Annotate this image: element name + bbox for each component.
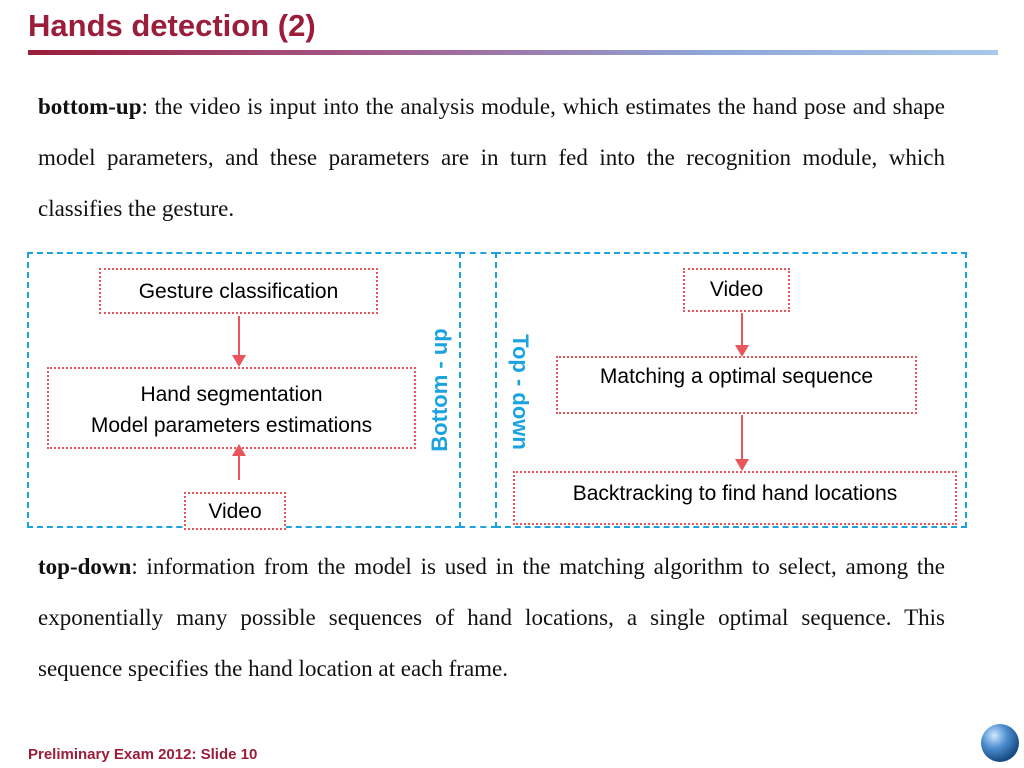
arrow-up-icon bbox=[232, 444, 246, 456]
hand-segmentation-label: Hand segmentation bbox=[140, 383, 323, 406]
video-input-box-left: Video bbox=[184, 492, 286, 530]
arrow-down-icon bbox=[232, 355, 246, 367]
bottom-up-description: : the video is input into the analysis m… bbox=[38, 94, 945, 221]
slide-title: Hands detection (2) bbox=[28, 8, 316, 43]
matching-sequence-box: Matching a optimal sequence bbox=[556, 356, 917, 414]
arrow-shaft bbox=[238, 316, 240, 356]
matching-sequence-label: Matching a optimal sequence bbox=[599, 365, 874, 388]
slide-footer: Preliminary Exam 2012: Slide 10 bbox=[28, 746, 258, 763]
gesture-classification-box: Gesture classification bbox=[99, 268, 378, 314]
backtracking-label: Backtracking to find hand locations bbox=[572, 482, 898, 505]
video-input-box-right: Video bbox=[683, 268, 790, 312]
arrow-shaft bbox=[741, 313, 743, 346]
bottom-up-term: bottom-up bbox=[38, 94, 142, 119]
arrow-down-icon bbox=[735, 459, 749, 471]
arrow-shaft bbox=[741, 415, 743, 460]
model-parameters-label: Model parameters estimations bbox=[90, 414, 373, 437]
arrow-shaft bbox=[238, 450, 240, 480]
gesture-classification-label: Gesture classification bbox=[138, 280, 339, 303]
bottom-up-paragraph: bottom-up: the video is input into the a… bbox=[38, 81, 945, 234]
bottom-up-vertical-label: Bottom - up bbox=[427, 328, 452, 452]
top-down-term: top-down bbox=[38, 554, 132, 579]
backtracking-box: Backtracking to find hand locations bbox=[513, 471, 957, 525]
arrow-down-icon bbox=[735, 345, 749, 357]
top-down-paragraph: top-down: information from the model is … bbox=[38, 541, 945, 694]
globe-logo-icon bbox=[981, 724, 1019, 762]
top-down-panel bbox=[495, 252, 967, 528]
hand-segmentation-box: Hand segmentation Model parameters estim… bbox=[47, 367, 416, 449]
video-label-right: Video bbox=[709, 278, 764, 301]
video-label-left: Video bbox=[208, 500, 262, 523]
divider-panel bbox=[459, 252, 497, 528]
top-down-vertical-label: Top - down bbox=[508, 334, 533, 450]
top-down-description: : information from the model is used in … bbox=[38, 554, 945, 681]
title-underline bbox=[28, 50, 998, 55]
